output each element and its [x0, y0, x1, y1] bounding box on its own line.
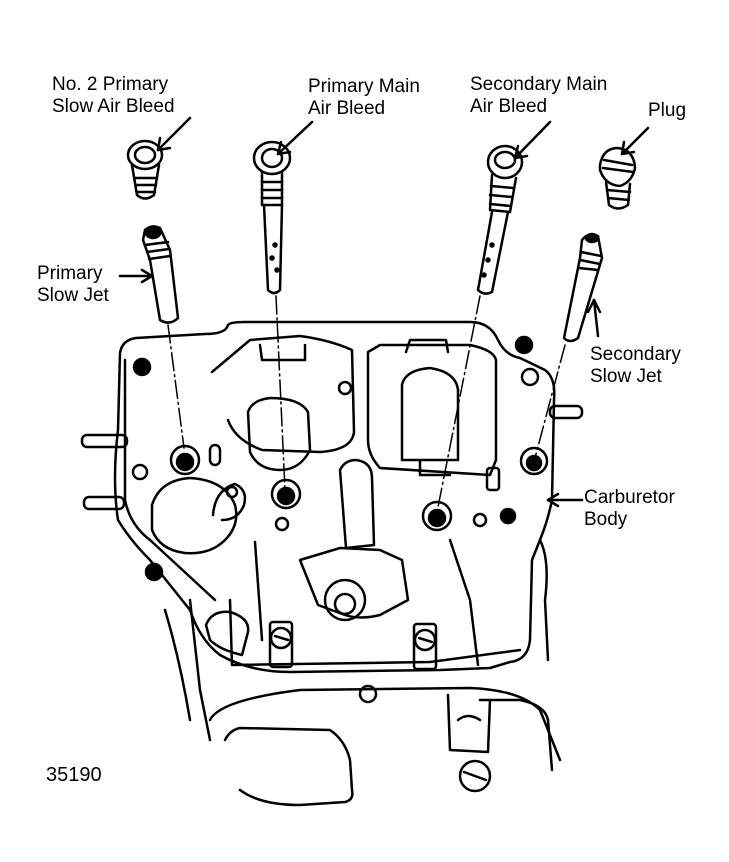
- label-line: Carburetor: [584, 487, 675, 508]
- jet-well-primary-slow: [169, 444, 201, 476]
- primary-slow-jet-part: [141, 225, 180, 324]
- label-primary-slow-jet: Primary Slow Jet: [37, 263, 109, 307]
- screw-right: [412, 622, 438, 671]
- label-plug: Plug: [648, 100, 686, 122]
- label-primary-main-air-bleed: Primary Main Air Bleed: [308, 76, 420, 120]
- jet-well-secondary-slow: [519, 446, 549, 476]
- secondary-main-air-bleed-part: [476, 144, 524, 295]
- arrow-plug: [620, 126, 650, 156]
- alignment-lines: [167, 295, 566, 513]
- arrow-secondary-main-air-bleed: [513, 120, 552, 160]
- label-line: Secondary: [590, 344, 681, 365]
- label-line: Primary: [37, 263, 103, 284]
- label-line: Plug: [648, 100, 687, 121]
- jet-well-primary-main: [270, 478, 302, 510]
- secondary-slow-jet-part: [562, 232, 604, 343]
- label-line: Primary Main: [308, 76, 420, 97]
- label-line: Air Bleed: [308, 98, 386, 119]
- label-carburetor-body: Carburetor Body: [584, 487, 675, 531]
- label-line: No. 2 Primary: [52, 74, 169, 95]
- figure-number: 35190: [46, 764, 102, 786]
- label-line: Secondary Main: [470, 74, 608, 95]
- arrow-secondary-slow-jet: [592, 298, 600, 338]
- plug-part: [598, 146, 637, 210]
- leader-arrows: [118, 116, 650, 508]
- label-line: Air Bleed: [470, 96, 548, 117]
- primary-main-air-bleed-part: [252, 140, 292, 295]
- label-secondary-slow-jet: Secondary Slow Jet: [590, 344, 681, 388]
- no2-primary-slow-air-bleed-part: [126, 139, 164, 200]
- label-line: Body: [584, 509, 628, 530]
- arrow-primary-main-air-bleed: [276, 120, 314, 156]
- label-no2-primary-slow-air-bleed: No. 2 Primary Slow Air Bleed: [52, 74, 175, 118]
- label-line: Slow Air Bleed: [52, 96, 175, 117]
- jet-well-secondary-main: [421, 500, 453, 532]
- label-secondary-main-air-bleed: Secondary Main Air Bleed: [470, 74, 607, 118]
- screw-bottom-right: [446, 693, 492, 793]
- label-line: Slow Jet: [37, 285, 109, 306]
- arrow-no2-primary-slow-air-bleed: [156, 116, 192, 152]
- carburetor-body: [80, 320, 584, 807]
- screw-left: [268, 620, 294, 669]
- label-line: Slow Jet: [590, 366, 662, 387]
